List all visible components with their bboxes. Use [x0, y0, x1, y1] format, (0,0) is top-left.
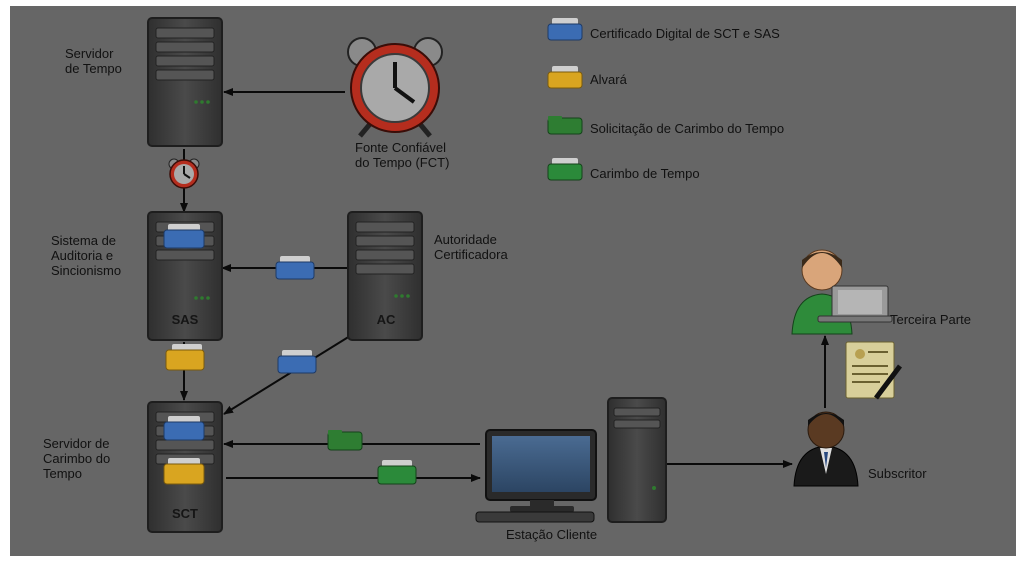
third-party-label: Terceira Parte — [890, 312, 971, 327]
ac-description-label: Autoridade Certificadora — [434, 232, 508, 262]
legend-yellow-folder-icon — [547, 66, 583, 89]
signed-document-icon — [845, 341, 902, 400]
diagram-graphics: SAS AC SCT — [147, 17, 902, 533]
sct-blue-folder-icon — [163, 416, 205, 441]
legend-blue-folder-icon — [547, 18, 583, 41]
sas-label: SAS — [172, 312, 199, 327]
client-station-icon — [475, 397, 667, 523]
time-server-icon — [147, 17, 223, 147]
small-alarm-clock-icon — [168, 158, 200, 189]
sct-label: SCT — [172, 506, 198, 521]
sas-blue-folder-icon — [163, 224, 205, 249]
legend-label-cert: Certificado Digital de SCT e SAS — [590, 26, 780, 41]
connectors — [180, 88, 829, 482]
subscriber-label: Subscritor — [868, 466, 927, 481]
third-party-person-icon — [791, 249, 893, 335]
client-station-label: Estação Cliente — [506, 527, 598, 542]
green-folder-stamp-icon — [377, 460, 417, 485]
legend-label-stamp: Carimbo de Tempo — [590, 166, 700, 181]
subscriber-person-icon — [793, 411, 859, 487]
blue-folder-on-ac-sas-arrow — [275, 256, 315, 280]
legend-green-request-folder-icon — [547, 116, 583, 135]
arrow-ac-to-sct — [223, 335, 351, 415]
sct-description-label: Servidor de Carimbo do Tempo — [43, 436, 111, 481]
ac-label: AC — [377, 312, 396, 327]
ac-server-icon: AC — [347, 211, 423, 341]
green-folder-request-icon — [327, 430, 363, 451]
sas-description-label: Sistema de Auditoria e Sincionismo — [51, 233, 122, 278]
diagram-canvas: SAS AC SCT — [10, 6, 1016, 556]
legend-green-stamp-folder-icon — [547, 158, 583, 181]
alarm-clock-icon — [347, 37, 443, 138]
yellow-folder-on-sas-sct-arrow — [165, 344, 205, 371]
legend-label-alvara: Alvará — [590, 72, 627, 87]
blue-folder-on-ac-sct-arrow — [277, 350, 317, 374]
time-server-label: Servidor de Tempo — [65, 46, 122, 76]
sct-yellow-folder-icon — [163, 458, 205, 485]
fct-label: Fonte Confiável do Tempo (FCT) — [355, 140, 450, 170]
legend-label-request: Solicitação de Carimbo do Tempo — [590, 121, 785, 136]
